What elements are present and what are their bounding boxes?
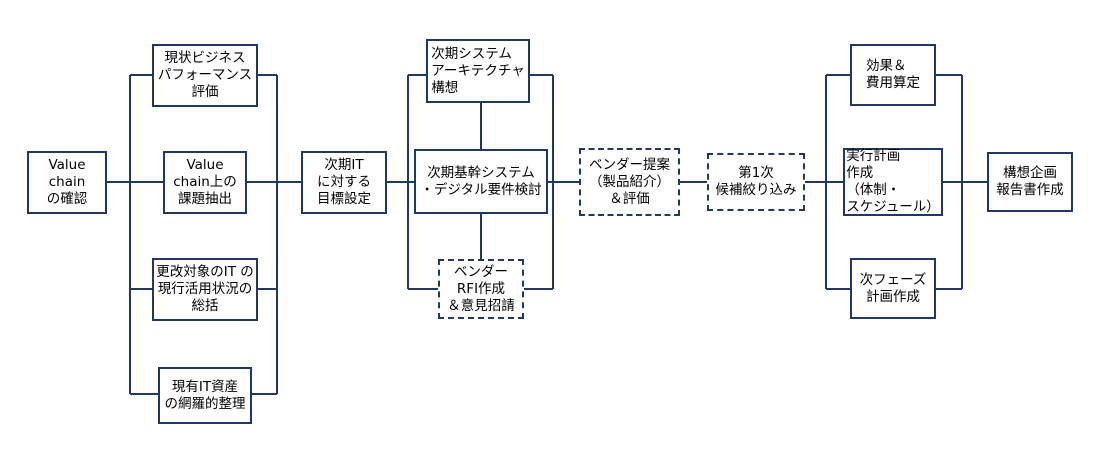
node-label: 実行計画 作成 （体制・ スケジュール） [846,148,940,215]
node-first-shortlist: 第1次 候補絞り込み [707,153,805,211]
node-label: 効果＆ 費用算定 [866,58,920,91]
node-next-phase-plan: 次フェーズ 計画作成 [850,258,936,319]
node-label: Value chain上の 課題抽出 [173,157,237,207]
node-final-report: 構想企画 報告書作成 [987,152,1073,212]
node-label: Value chain の確認 [46,157,88,207]
node-execution-plan: 実行計画 作成 （体制・ スケジュール） [843,148,943,216]
node-label: 第1次 候補絞り込み [715,165,797,198]
node-it-assets: 現有IT資産 の網羅的整理 [158,367,252,424]
node-label: 次期システム アーキテクチャ 構想 [431,45,525,96]
node-value-chain: Value chain の確認 [27,151,107,214]
node-label: 更改対象のIT の 現行活用状況の 総括 [156,264,254,314]
node-label: 次期基幹システム ・デジタル要件検討 [420,164,542,198]
node-core-requirements: 次期基幹システム ・デジタル要件検討 [414,149,548,214]
node-value-chain-issues: Value chain上の 課題抽出 [163,151,247,214]
node-vendor-rfi: ベンダー RFI作成 ＆意見招請 [438,259,524,319]
node-label: 次期IT に対する 目標設定 [317,157,371,207]
node-label: ベンダー提案 （製品紹介） ＆評価 [589,156,670,207]
node-next-architecture: 次期システム アーキテクチャ 構想 [426,39,530,103]
node-cost-estimate: 効果＆ 費用算定 [850,44,936,106]
node-label: 次フェーズ 計画作成 [859,271,927,305]
node-vendor-proposal: ベンダー提案 （製品紹介） ＆評価 [579,148,680,216]
node-label: 現有IT資産 の網羅的整理 [164,378,246,412]
node-label: ベンダー RFI作成 ＆意見招請 [447,263,515,314]
node-label: 構想企画 報告書作成 [996,165,1064,198]
node-business-performance: 現状ビジネス パフォーマンス 評価 [152,44,258,107]
node-label: 現状ビジネス パフォーマンス 評価 [157,50,253,100]
node-it-usage-review: 更改対象のIT の 現行活用状況の 総括 [152,258,258,321]
node-it-goals: 次期IT に対する 目標設定 [301,151,387,214]
